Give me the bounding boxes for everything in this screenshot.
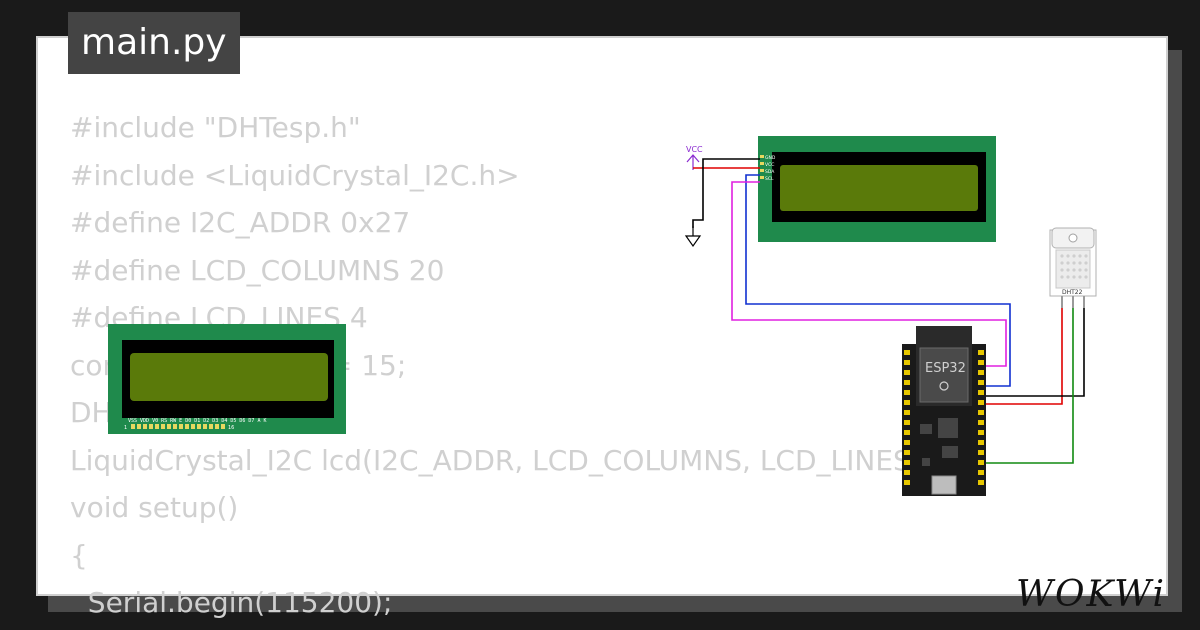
lcd-large-pins (131, 424, 225, 429)
lcd-pin-gnd: GND (765, 155, 776, 161)
preview-card: #include "DHTesp.h" #include <LiquidCryst… (36, 36, 1168, 619)
lcd-large[interactable]: VSS VDD V0 RS RW E D0 D1 D2 D3 D4 D5 D6 … (108, 324, 346, 434)
lcd-pin-sda: SDA (765, 169, 775, 175)
dht22-label: DHT22 (1062, 289, 1083, 296)
code-line-10: { (70, 538, 88, 572)
code-line-9: void setup() (70, 491, 239, 524)
vcc-label: VCC (686, 145, 703, 154)
code-line-2: #include <LiquidCrystal_I2C.h> (70, 158, 520, 192)
lcd-pin-first: 1 (124, 425, 127, 431)
code-line-11: Serial.begin(115200); (70, 586, 393, 619)
esp32-left-pins (904, 350, 910, 485)
wokwi-logo-text: WOKWi (1016, 574, 1166, 615)
ground-symbol (684, 226, 702, 248)
dht22-sensor[interactable]: DHT22 (1049, 227, 1097, 308)
lcd-pin-scl: SCL (765, 176, 774, 182)
wokwi-logo: WOKWi (1016, 574, 1166, 615)
usb-port (931, 475, 957, 495)
esp32-board[interactable]: ESP32 (902, 326, 986, 496)
code-line-4: #define LCD_COLUMNS 20 (70, 253, 445, 287)
vcc-symbol: VCC (686, 145, 703, 170)
lcd-small[interactable]: GND VCC SDA SCL (758, 136, 996, 242)
code-line-1: #include "DHTesp.h" (70, 111, 361, 144)
lcd-pin-vcc: VCC (765, 162, 774, 168)
circuit-diagram: VSS VDD V0 RS RW E D0 D1 D2 D3 D4 D5 D6 … (108, 136, 1097, 496)
code-line-3: #define I2C_ADDR 0x27 (70, 206, 411, 239)
esp32-label: ESP32 (925, 361, 966, 376)
file-tab[interactable]: main.py (68, 12, 240, 74)
lcd-pin-last: 16 (228, 425, 234, 431)
esp32-right-pins (978, 350, 984, 485)
lcd-pin-labels: VSS VDD V0 RS RW E D0 D1 D2 D3 D4 D5 D6 … (128, 418, 266, 424)
